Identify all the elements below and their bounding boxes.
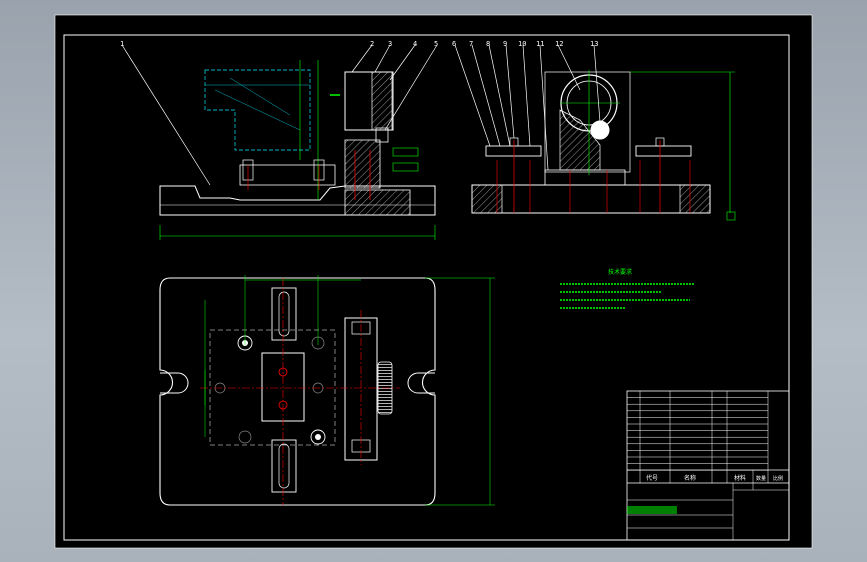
title-label-scale: 比例 — [773, 475, 783, 482]
balloon-7: 7 — [469, 40, 473, 48]
front-view — [121, 44, 438, 240]
balloon-8: 8 — [486, 40, 490, 48]
title-col-name: 名称 — [684, 474, 696, 482]
balloon-1: 1 — [120, 40, 124, 48]
balloon-12: 12 — [555, 40, 563, 48]
title-col-code: 代号 — [646, 474, 658, 482]
technical-notes: 技术要求 — [560, 268, 695, 309]
title-col-material: 材料 — [734, 474, 746, 482]
sheet-border — [63, 34, 790, 541]
balloon-labels: 1 2 3 4 5 6 7 8 9 10 11 12 13 — [120, 40, 598, 48]
balloon-10: 10 — [518, 40, 526, 48]
balloon-2: 2 — [370, 40, 374, 48]
side-view — [454, 44, 736, 221]
balloon-13: 13 — [590, 40, 598, 48]
outer-border — [54, 14, 813, 549]
balloon-9: 9 — [503, 40, 507, 48]
balloon-3: 3 — [388, 40, 392, 48]
balloon-6: 6 — [452, 40, 456, 48]
title-label-qty: 数量 — [756, 475, 766, 482]
balloon-4: 4 — [413, 40, 417, 48]
top-view — [159, 275, 495, 506]
balloon-11: 11 — [536, 40, 544, 48]
balloon-5: 5 — [434, 40, 438, 48]
notes-heading: 技术要求 — [608, 268, 632, 276]
title-block: 代号 名称 材料 数量 比例 — [626, 390, 790, 541]
